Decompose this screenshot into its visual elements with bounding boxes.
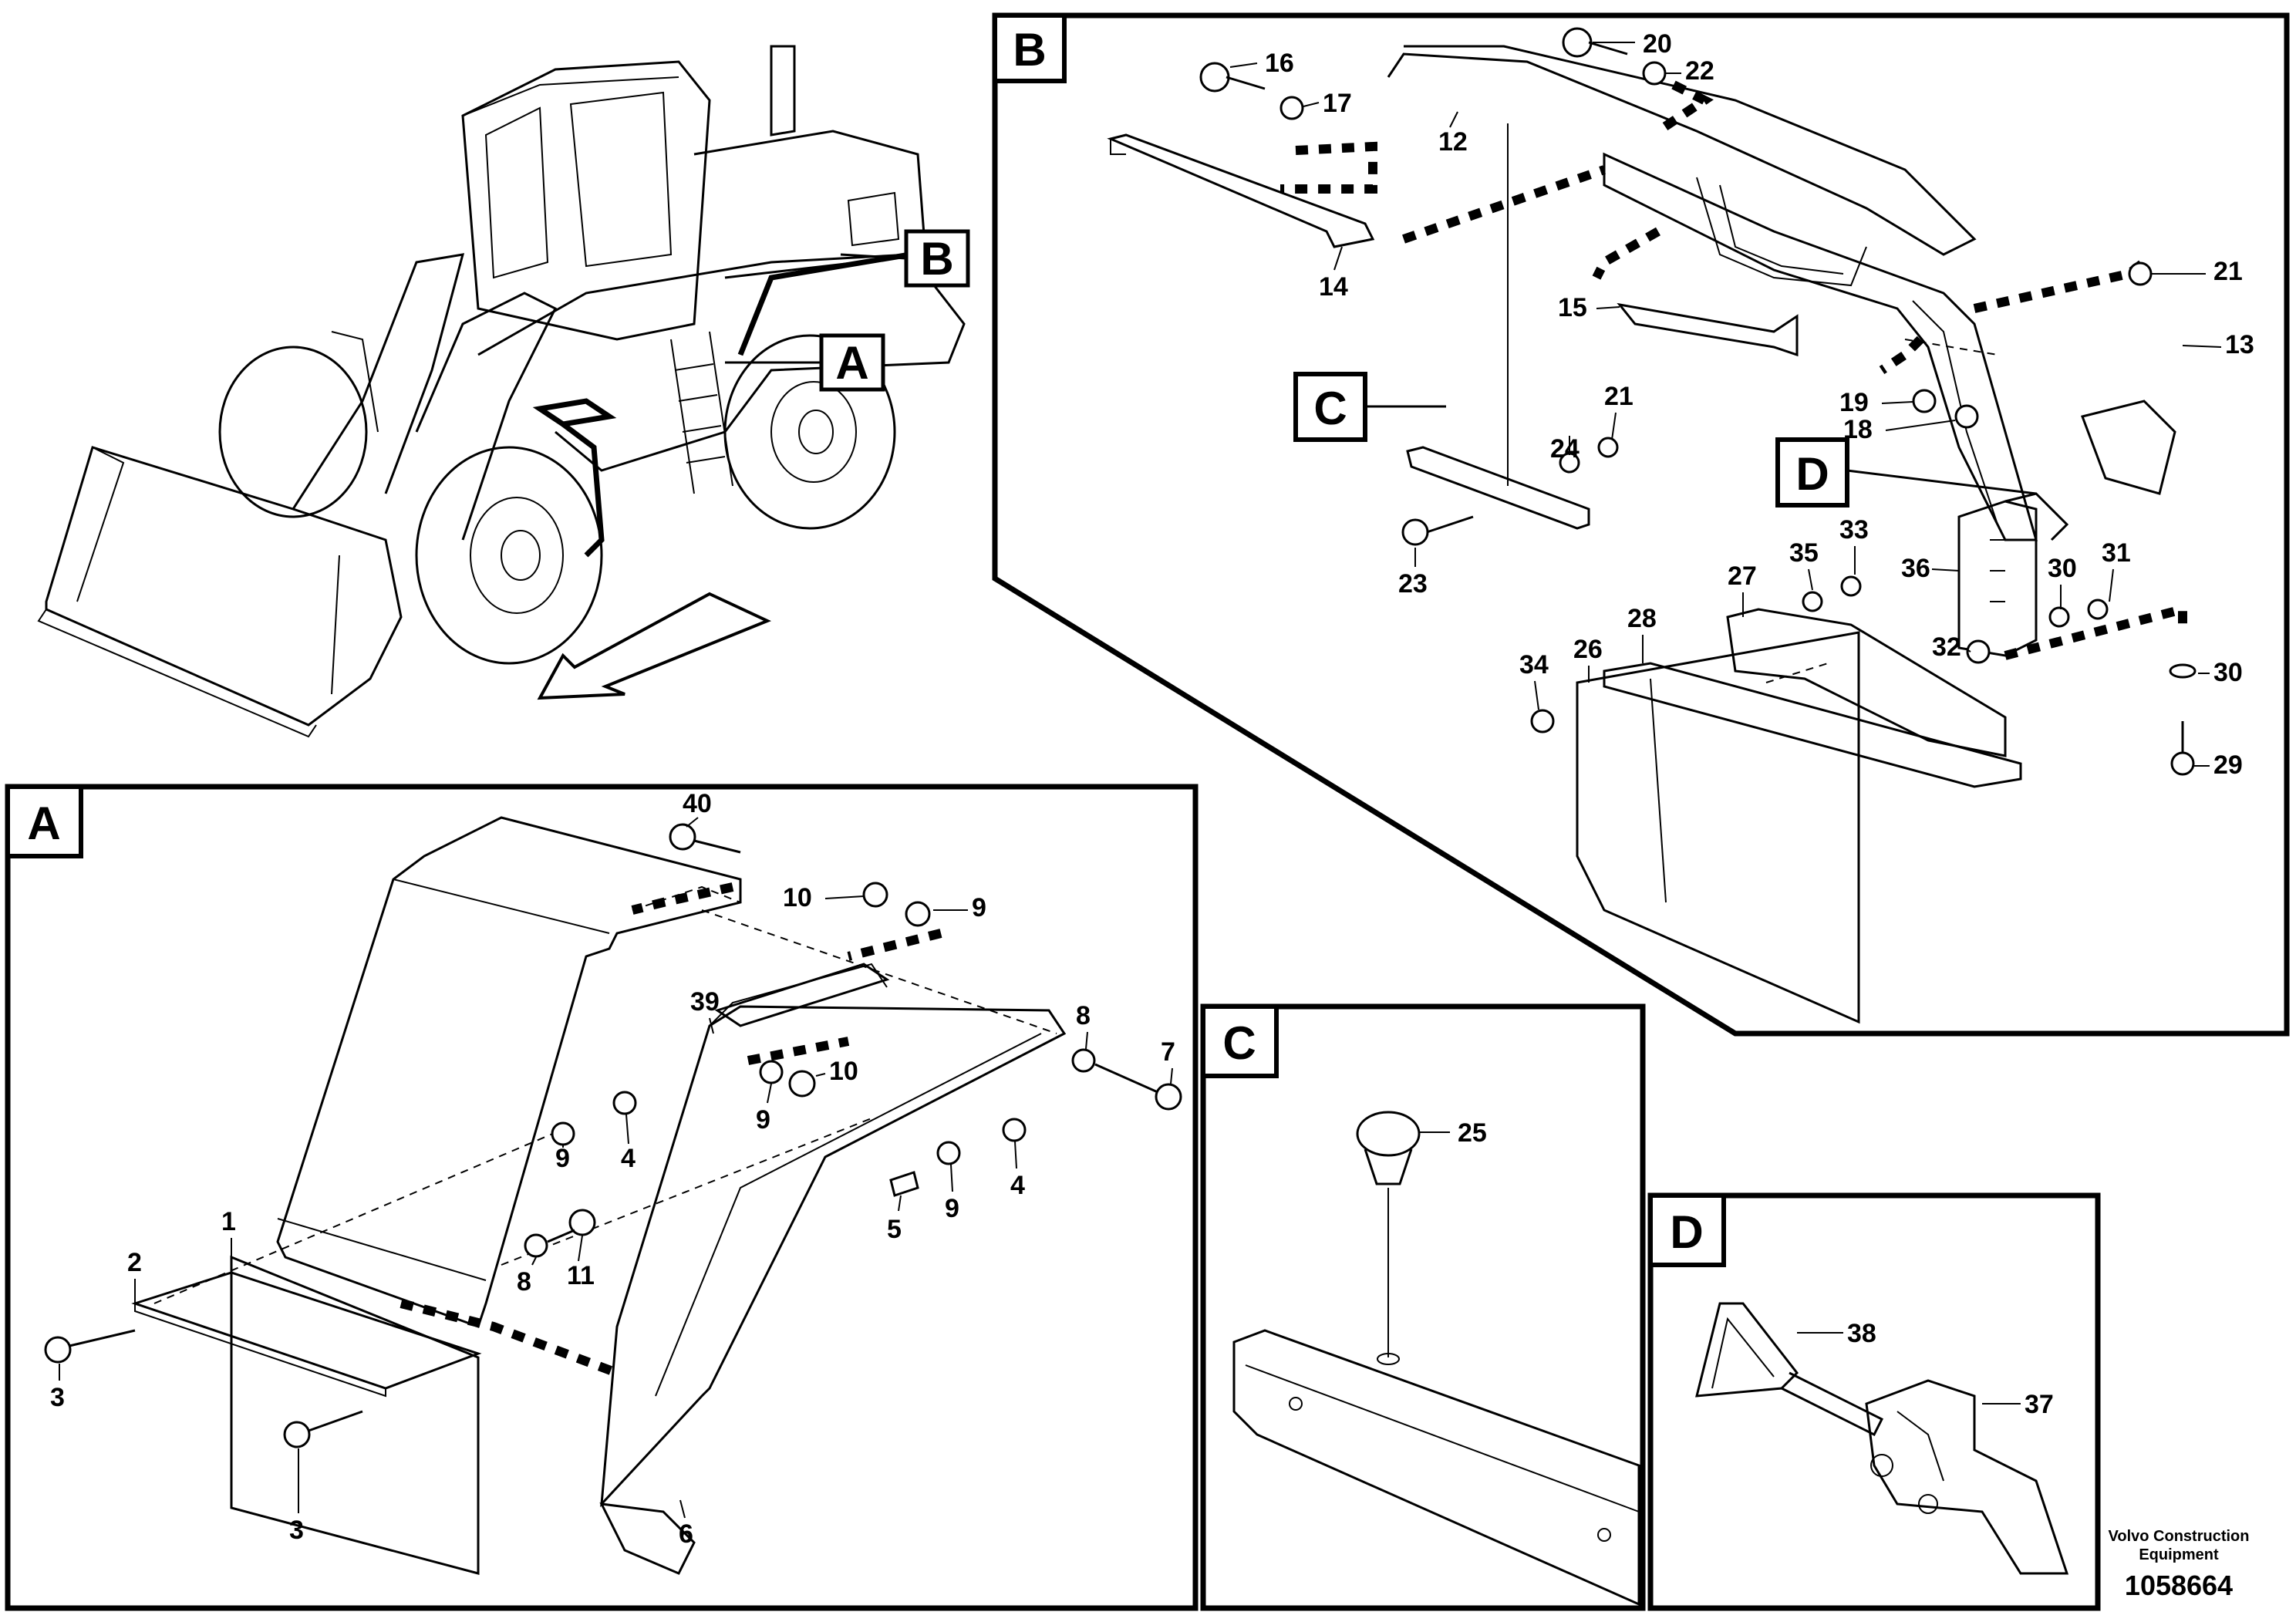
- part-number-30-upper: 30: [2048, 554, 2077, 583]
- overview-callout-b[interactable]: B: [840, 229, 970, 288]
- part-number-8-left: 8: [517, 1267, 531, 1297]
- part-number-1: 1: [221, 1207, 236, 1236]
- part-number-4-left: 4: [621, 1144, 636, 1173]
- panel-c: C: [1200, 1003, 1646, 1611]
- panel-b-label: B: [1013, 24, 1046, 76]
- part-number-39: 39: [690, 987, 720, 1017]
- panel-a: A: [5, 784, 1199, 1611]
- part-number-34: 34: [1519, 650, 1549, 679]
- part-number-22: 22: [1685, 56, 1714, 86]
- panel-c-label: C: [1222, 1017, 1256, 1069]
- part-number-31: 31: [2102, 538, 2131, 568]
- wheel-loader-overview: [37, 45, 966, 738]
- part-number-15: 15: [1558, 293, 1587, 322]
- part-number-7: 7: [1161, 1037, 1175, 1067]
- drawing-footer: Volvo Construction Equipment 1058664: [2109, 1528, 2250, 1601]
- part-number-9-upper: 9: [972, 893, 986, 922]
- part-number-16: 16: [1265, 49, 1294, 78]
- overview-callout-b-label: B: [920, 233, 953, 285]
- part-number-30-lower: 30: [2213, 658, 2243, 687]
- part-number-37: 37: [2025, 1390, 2054, 1419]
- part-number-10-upper: 10: [783, 883, 812, 912]
- part-number-13: 13: [2225, 330, 2254, 359]
- part-number-38: 38: [1847, 1319, 1876, 1348]
- part-number-5: 5: [887, 1215, 902, 1244]
- part-number-33: 33: [1839, 515, 1869, 545]
- part-number-21-top: 21: [2213, 257, 2243, 286]
- brand-line-2: Equipment: [2139, 1546, 2219, 1563]
- part-number-12: 12: [1438, 127, 1468, 157]
- part-number-28: 28: [1627, 604, 1657, 633]
- part-number-9-mid: 9: [756, 1105, 770, 1135]
- part-number-36: 36: [1901, 554, 1930, 583]
- part-number-32: 32: [1932, 632, 1961, 662]
- panel-b-callout-d-label: D: [1795, 448, 1829, 500]
- panel-b-callout-c-label: C: [1313, 383, 1347, 434]
- panel-b-callout-d[interactable]: D: [1775, 437, 2037, 508]
- part-number-20: 20: [1643, 29, 1672, 59]
- part-number-27: 27: [1728, 561, 1757, 591]
- part-number-29: 29: [2213, 750, 2243, 780]
- part-number-21-mid: 21: [1604, 382, 1633, 411]
- brand-line-1: Volvo Construction: [2109, 1528, 2250, 1545]
- part-number-3-left: 3: [50, 1383, 65, 1412]
- panel-b: B: [992, 12, 2290, 1037]
- part-number-24: 24: [1550, 434, 1580, 464]
- panel-d: D: [1647, 1192, 2101, 1611]
- part-number-10-lower: 10: [829, 1057, 858, 1086]
- part-number-9-right: 9: [945, 1194, 959, 1223]
- part-number-2: 2: [127, 1248, 142, 1277]
- part-number-11: 11: [567, 1261, 595, 1290]
- part-number-6: 6: [679, 1519, 693, 1549]
- part-number-3-bottom: 3: [289, 1516, 304, 1545]
- part-number-40: 40: [683, 789, 712, 818]
- part-number-18: 18: [1843, 415, 1873, 444]
- part-number-19: 19: [1839, 388, 1869, 417]
- overview-callout-a-label: A: [835, 337, 868, 389]
- part-number-9-left: 9: [555, 1144, 570, 1173]
- part-number-25: 25: [1458, 1118, 1487, 1148]
- part-number-23: 23: [1398, 569, 1428, 599]
- part-number-35: 35: [1789, 538, 1819, 568]
- panel-d-label: D: [1670, 1206, 1703, 1258]
- part-number-14: 14: [1319, 272, 1348, 302]
- part-number-4-right: 4: [1010, 1171, 1025, 1200]
- part-number-26: 26: [1573, 635, 1603, 664]
- panel-a-label: A: [27, 798, 60, 849]
- part-number-17: 17: [1323, 89, 1352, 118]
- part-numbers: 16 17 20 22 12 14 15 21 13 19 18 24 21 2…: [50, 29, 2254, 1549]
- drawing-number: 1058664: [2125, 1570, 2233, 1601]
- overview-callout-a[interactable]: A: [725, 333, 885, 392]
- panel-b-callout-c[interactable]: C: [1293, 372, 1446, 442]
- part-number-8-right: 8: [1076, 1001, 1091, 1030]
